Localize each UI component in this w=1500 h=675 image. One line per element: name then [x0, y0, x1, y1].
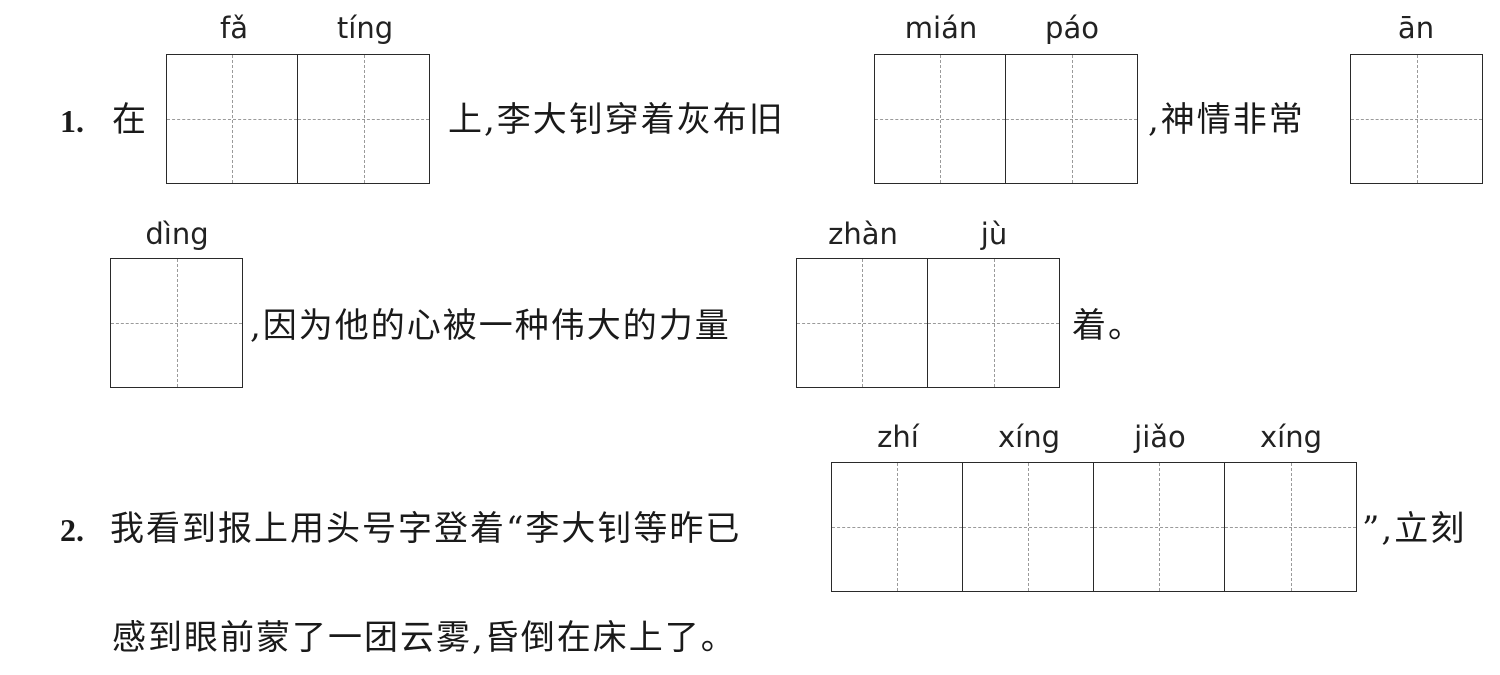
- tianzige-cell[interactable]: [1006, 55, 1137, 183]
- answer-box-zhixingjiaoxing[interactable]: [831, 462, 1357, 592]
- tianzige-cell[interactable]: [797, 259, 928, 387]
- q2-text-before-blank: 我看到报上用头号字登着“李大钊等昨已: [110, 509, 742, 549]
- question-number-2: 2.: [60, 512, 84, 548]
- q1-text-before-blank-1: 在: [112, 100, 148, 140]
- pinyin-pao: páo: [1045, 11, 1099, 45]
- pinyin-zhan: zhàn: [828, 217, 898, 251]
- q2-text-after-blank: ”,立刻: [1362, 509, 1467, 549]
- pinyin-jiao: jiǎo: [1134, 420, 1186, 454]
- q1-text-after-blank-5: 着。: [1072, 306, 1144, 346]
- tianzige-cell[interactable]: [1225, 463, 1356, 591]
- tianzige-cell[interactable]: [963, 463, 1094, 591]
- q1-text-after-blank-1: 上,李大钊穿着灰布旧: [448, 100, 785, 140]
- answer-box-an[interactable]: [1350, 54, 1483, 184]
- tianzige-cell[interactable]: [832, 463, 963, 591]
- answer-box-mianpao[interactable]: [874, 54, 1138, 184]
- tianzige-cell[interactable]: [928, 259, 1059, 387]
- answer-box-zhanju[interactable]: [796, 258, 1060, 388]
- pinyin-ding: dìng: [145, 217, 209, 251]
- q2-text-line-2: 感到眼前蒙了一团云雾,昏倒在床上了。: [112, 618, 737, 658]
- tianzige-cell[interactable]: [298, 55, 429, 183]
- answer-box-ding[interactable]: [110, 258, 243, 388]
- pinyin-xing-2: xíng: [1259, 420, 1322, 454]
- tianzige-cell[interactable]: [875, 55, 1006, 183]
- pinyin-xing-1: xíng: [997, 420, 1060, 454]
- q1-text-after-blank-2: ,神情非常: [1148, 100, 1305, 140]
- tianzige-cell[interactable]: [1094, 463, 1225, 591]
- q1-text-after-blank-4: ,因为他的心被一种伟大的力量: [250, 306, 731, 346]
- question-number-1: 1.: [60, 103, 84, 139]
- pinyin-mian: mián: [904, 11, 978, 45]
- answer-box-fating[interactable]: [166, 54, 430, 184]
- pinyin-ju: jù: [980, 217, 1008, 251]
- pinyin-ting: tíng: [336, 11, 394, 45]
- tianzige-cell[interactable]: [167, 55, 298, 183]
- pinyin-fa: fǎ: [220, 11, 248, 45]
- pinyin-zhi: zhí: [877, 420, 919, 454]
- tianzige-cell[interactable]: [1351, 55, 1482, 183]
- pinyin-an: ān: [1397, 11, 1435, 45]
- tianzige-cell[interactable]: [111, 259, 242, 387]
